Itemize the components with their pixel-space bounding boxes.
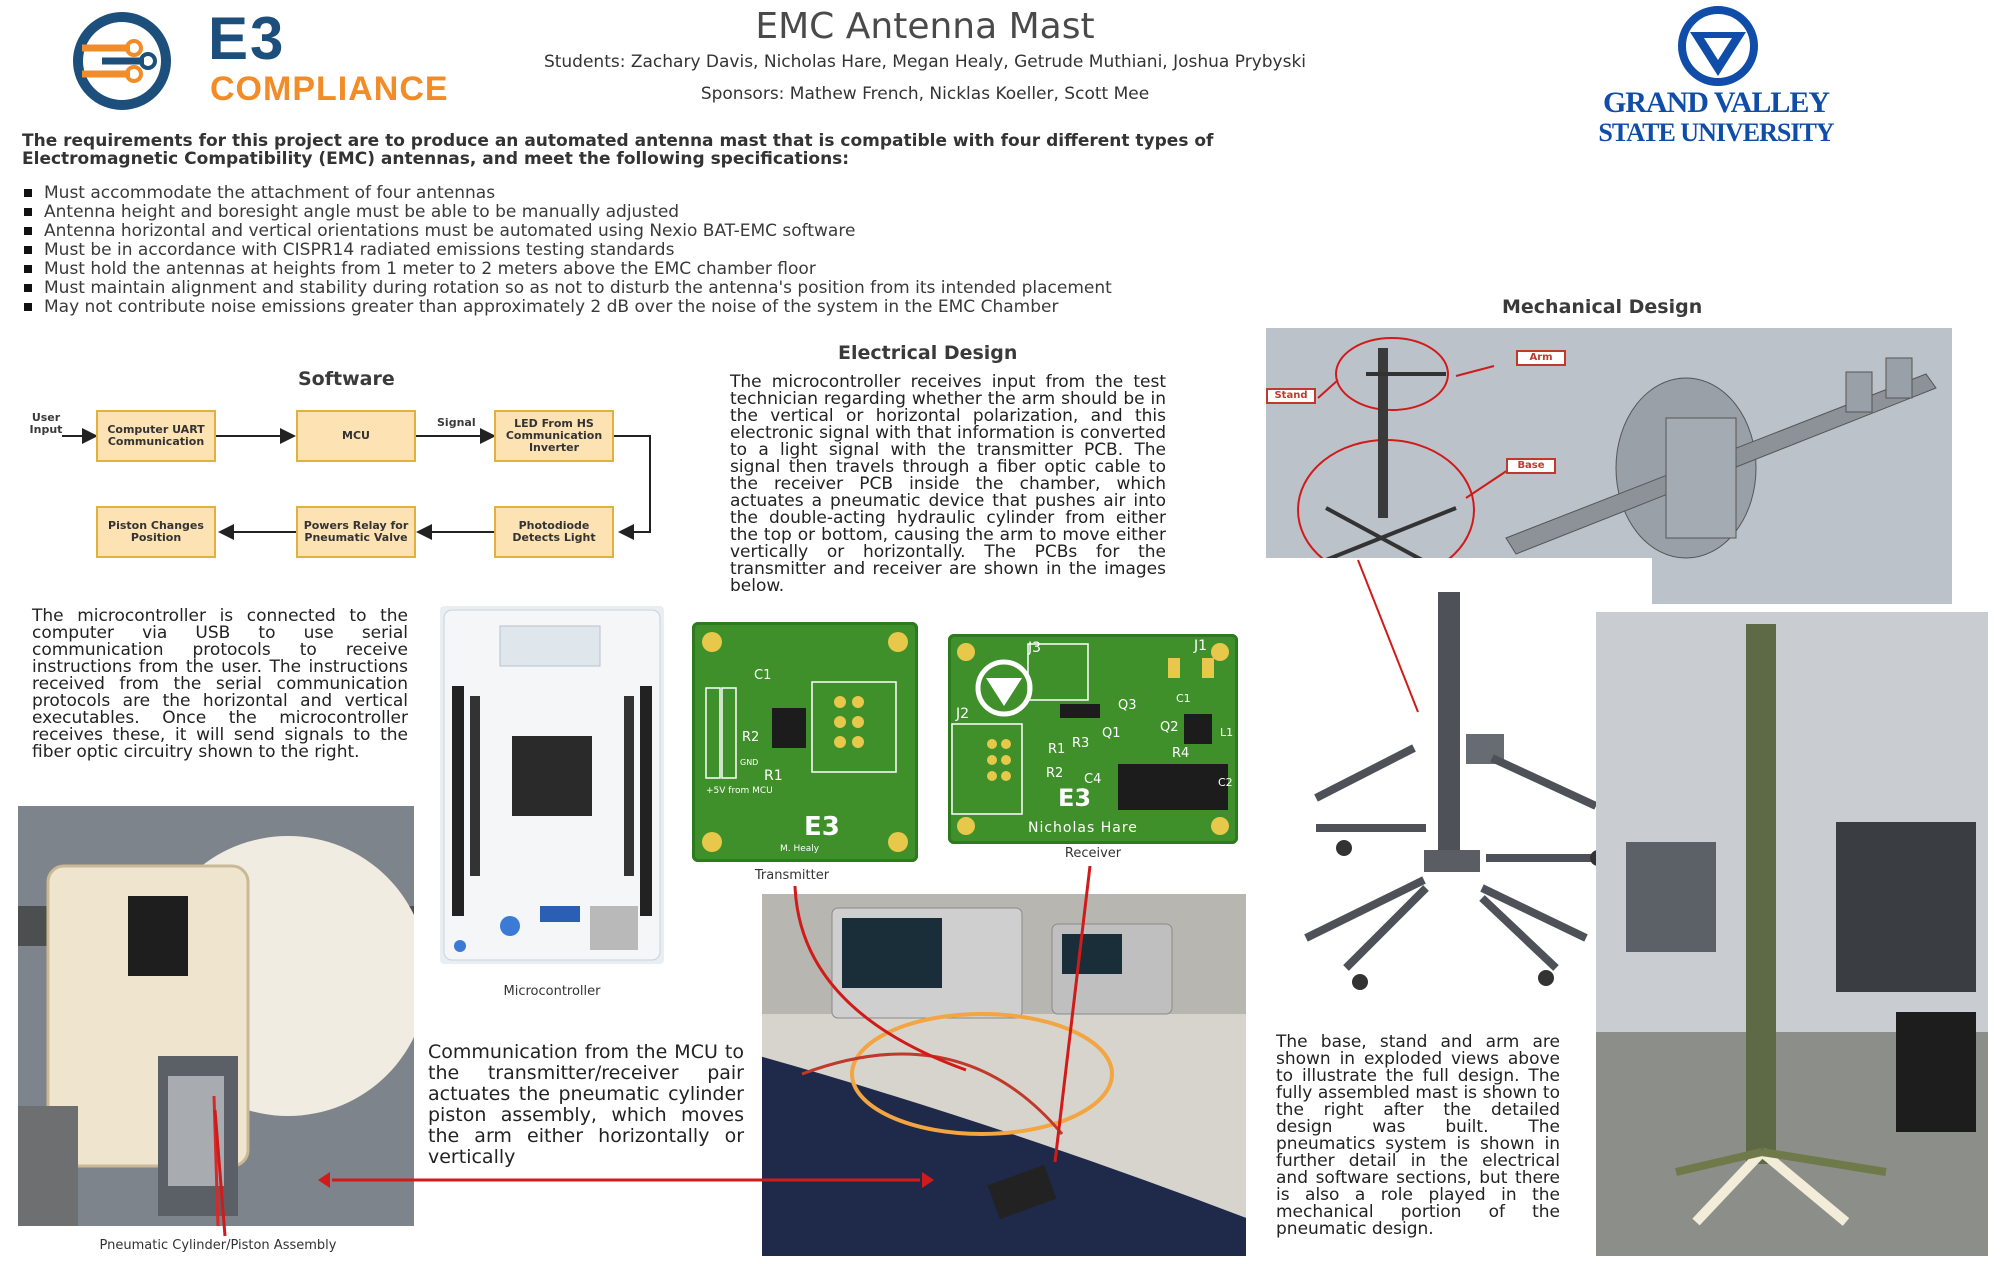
software-paragraph: The microcontroller is connected to the … [32, 606, 408, 762]
rx-label-r1: R1 [1048, 742, 1066, 757]
flow-box-mcu: MCU [296, 410, 416, 462]
receiver-pcb: J3 J1 J2 Q3 Q1 Q2 C1 L1 R1 R3 R4 R2 C4 C… [948, 634, 1238, 844]
flow-box-led: LED From HS Communication Inverter [494, 410, 614, 462]
tx-label-r2: R2 [742, 730, 760, 745]
software-heading: Software [298, 368, 395, 390]
rx-label-j1: J1 [1194, 638, 1208, 654]
tx-label-source: +5V from MCU [706, 786, 773, 796]
requirement-item: Antenna horizontal and vertical orientat… [22, 222, 1252, 241]
pneumatic-cylinder-photo [18, 806, 414, 1226]
tx-label-gnd: GND [740, 758, 759, 767]
microcontroller-board-icon [443, 609, 661, 961]
receiver-pcb-traces [951, 643, 1229, 835]
flow-arrows [62, 428, 651, 540]
rx-label-q3: Q3 [1118, 698, 1137, 713]
rx-label-q2: Q2 [1160, 720, 1179, 735]
requirement-item: Must be in accordance with CISPR14 radia… [22, 241, 1252, 260]
requirements-list: Must accommodate the attachment of four … [22, 184, 1252, 317]
software-flow-diagram: User Input Computer UART Communication M… [0, 400, 700, 580]
arm-callout: Arm [1516, 350, 1566, 366]
transmitter-pcb-traces [702, 632, 908, 852]
requirements-intro: The requirements for this project are to… [22, 131, 1214, 169]
lab-setup-photo [762, 894, 1246, 1256]
mast-cad-graphic [1256, 558, 1652, 1022]
requirement-item: Must hold the antennas at heights from 1… [22, 260, 1252, 279]
electrical-paragraph: The microcontroller receives input from … [730, 372, 1166, 596]
tx-signature: M. Healy [780, 844, 820, 854]
poster-title: EMC Antenna Mast [755, 6, 1095, 47]
signal-label: Signal [437, 416, 476, 429]
tx-label-c1: C1 [754, 668, 772, 683]
rx-label-j2: J2 [956, 706, 970, 722]
rx-label-r4: R4 [1172, 746, 1190, 761]
base-callout: Base [1506, 458, 1556, 474]
e3-compliance-logo: E3 COMPLIANCE [72, 5, 502, 112]
rx-label-q1: Q1 [1102, 726, 1121, 741]
transmitter-pcb: C1 R2 R1 GND +5V from MCU E3 M. Healy [692, 622, 918, 862]
flow-box-uart: Computer UART Communication [96, 410, 216, 462]
tx-label-r1: R1 [764, 768, 783, 784]
microcontroller-photo [440, 606, 664, 964]
receiver-caption: Receiver [1064, 846, 1122, 861]
gvsu-name-line1: GRAND VALLEY [1602, 86, 1830, 119]
sponsors-line: Sponsors: Mathew French, Nicklas Koeller… [700, 84, 1150, 104]
user-input-label: User Input [29, 411, 63, 436]
mechanical-heading: Mechanical Design [1502, 296, 1703, 318]
gvsu-shield-icon [1678, 6, 1758, 86]
microcontroller-caption: Microcontroller [503, 984, 601, 999]
pneumatic-caption: Pneumatic Cylinder/Piston Assembly [99, 1238, 337, 1253]
requirement-item: Must accommodate the attachment of four … [22, 184, 1252, 203]
requirement-item: May not contribute noise emissions great… [22, 298, 1252, 317]
e3-logo-mark-icon [73, 12, 171, 110]
tx-logo: E3 [804, 812, 840, 842]
rx-label-r2: R2 [1046, 766, 1064, 781]
rx-logo: E3 [1058, 784, 1092, 812]
lab-setup-graphic [762, 894, 1246, 1256]
communication-paragraph: Communication from the MCU to the transm… [428, 1041, 744, 1168]
requirement-item: Antenna height and boresight angle must … [22, 203, 1252, 222]
rx-label-c4: C4 [1084, 772, 1102, 787]
gvsu-logo: GRAND VALLEY STATE UNIVERSITY [1550, 6, 1880, 147]
rx-label-j3: J3 [1028, 640, 1042, 656]
assembled-mast-photo [1596, 612, 1988, 1256]
mechanical-paragraph: The base, stand and arm are shown in exp… [1276, 1032, 1560, 1239]
electrical-heading: Electrical Design [838, 342, 1018, 364]
mast-cad-render [1256, 558, 1652, 1022]
rx-label-c1: C1 [1176, 692, 1191, 705]
pneumatic-photo-graphic [18, 806, 414, 1226]
rx-label-r3: R3 [1072, 736, 1090, 751]
gvsu-name-line2: STATE UNIVERSITY [1598, 118, 1834, 147]
rx-label-c2: C2 [1218, 776, 1233, 789]
requirement-item: Must maintain alignment and stability du… [22, 279, 1252, 298]
rx-signature: Nicholas Hare [1028, 820, 1138, 836]
students-line: Students: Zachary Davis, Nicholas Hare, … [543, 52, 1307, 72]
flow-box-piston: Piston Changes Position [96, 506, 216, 558]
compliance-logo-text: COMPLIANCE [210, 70, 449, 108]
e3-logo-text: E3 [208, 5, 286, 72]
stand-callout: Stand [1266, 388, 1316, 404]
flow-box-photodiode: Photodiode Detects Light [494, 506, 614, 558]
transmitter-caption: Transmitter [754, 868, 830, 883]
assembled-mast-graphic [1596, 612, 1988, 1256]
rx-label-l1: L1 [1220, 726, 1234, 739]
flow-box-relay: Powers Relay for Pneumatic Valve [296, 506, 416, 558]
